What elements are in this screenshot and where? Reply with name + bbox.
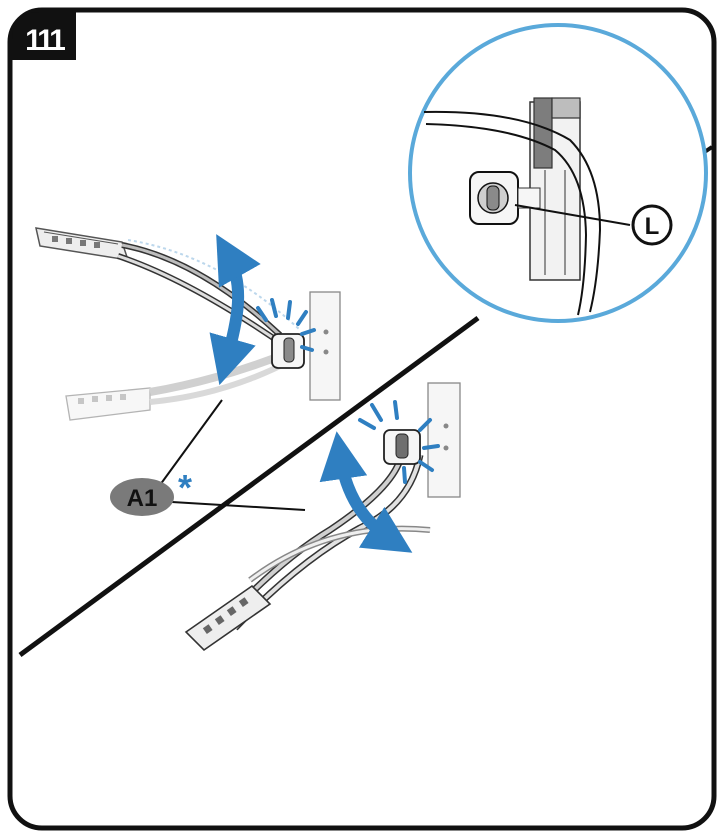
click-burst-lower bbox=[358, 400, 440, 484]
click-burst-upper bbox=[256, 298, 316, 352]
connector-lower bbox=[184, 584, 272, 652]
mounting-post bbox=[309, 291, 341, 401]
step-number: 111 bbox=[25, 24, 65, 57]
detail-label: L bbox=[645, 213, 660, 240]
motion-arrow-upper bbox=[209, 234, 261, 386]
detail-label-circle bbox=[631, 204, 673, 246]
part-marker: * bbox=[178, 467, 192, 508]
part-label: A1 bbox=[127, 485, 158, 512]
divider-line bbox=[18, 315, 480, 658]
upper-assembly bbox=[35, 227, 341, 421]
detail-view: L bbox=[408, 23, 708, 323]
motion-arrow-lower bbox=[319, 431, 413, 553]
part-label-badge bbox=[110, 478, 174, 516]
step-badge: 111 bbox=[12, 12, 76, 60]
part-callout: A1 * bbox=[110, 399, 306, 516]
lower-assembly bbox=[184, 382, 461, 652]
mounting-post-lower bbox=[427, 382, 461, 498]
